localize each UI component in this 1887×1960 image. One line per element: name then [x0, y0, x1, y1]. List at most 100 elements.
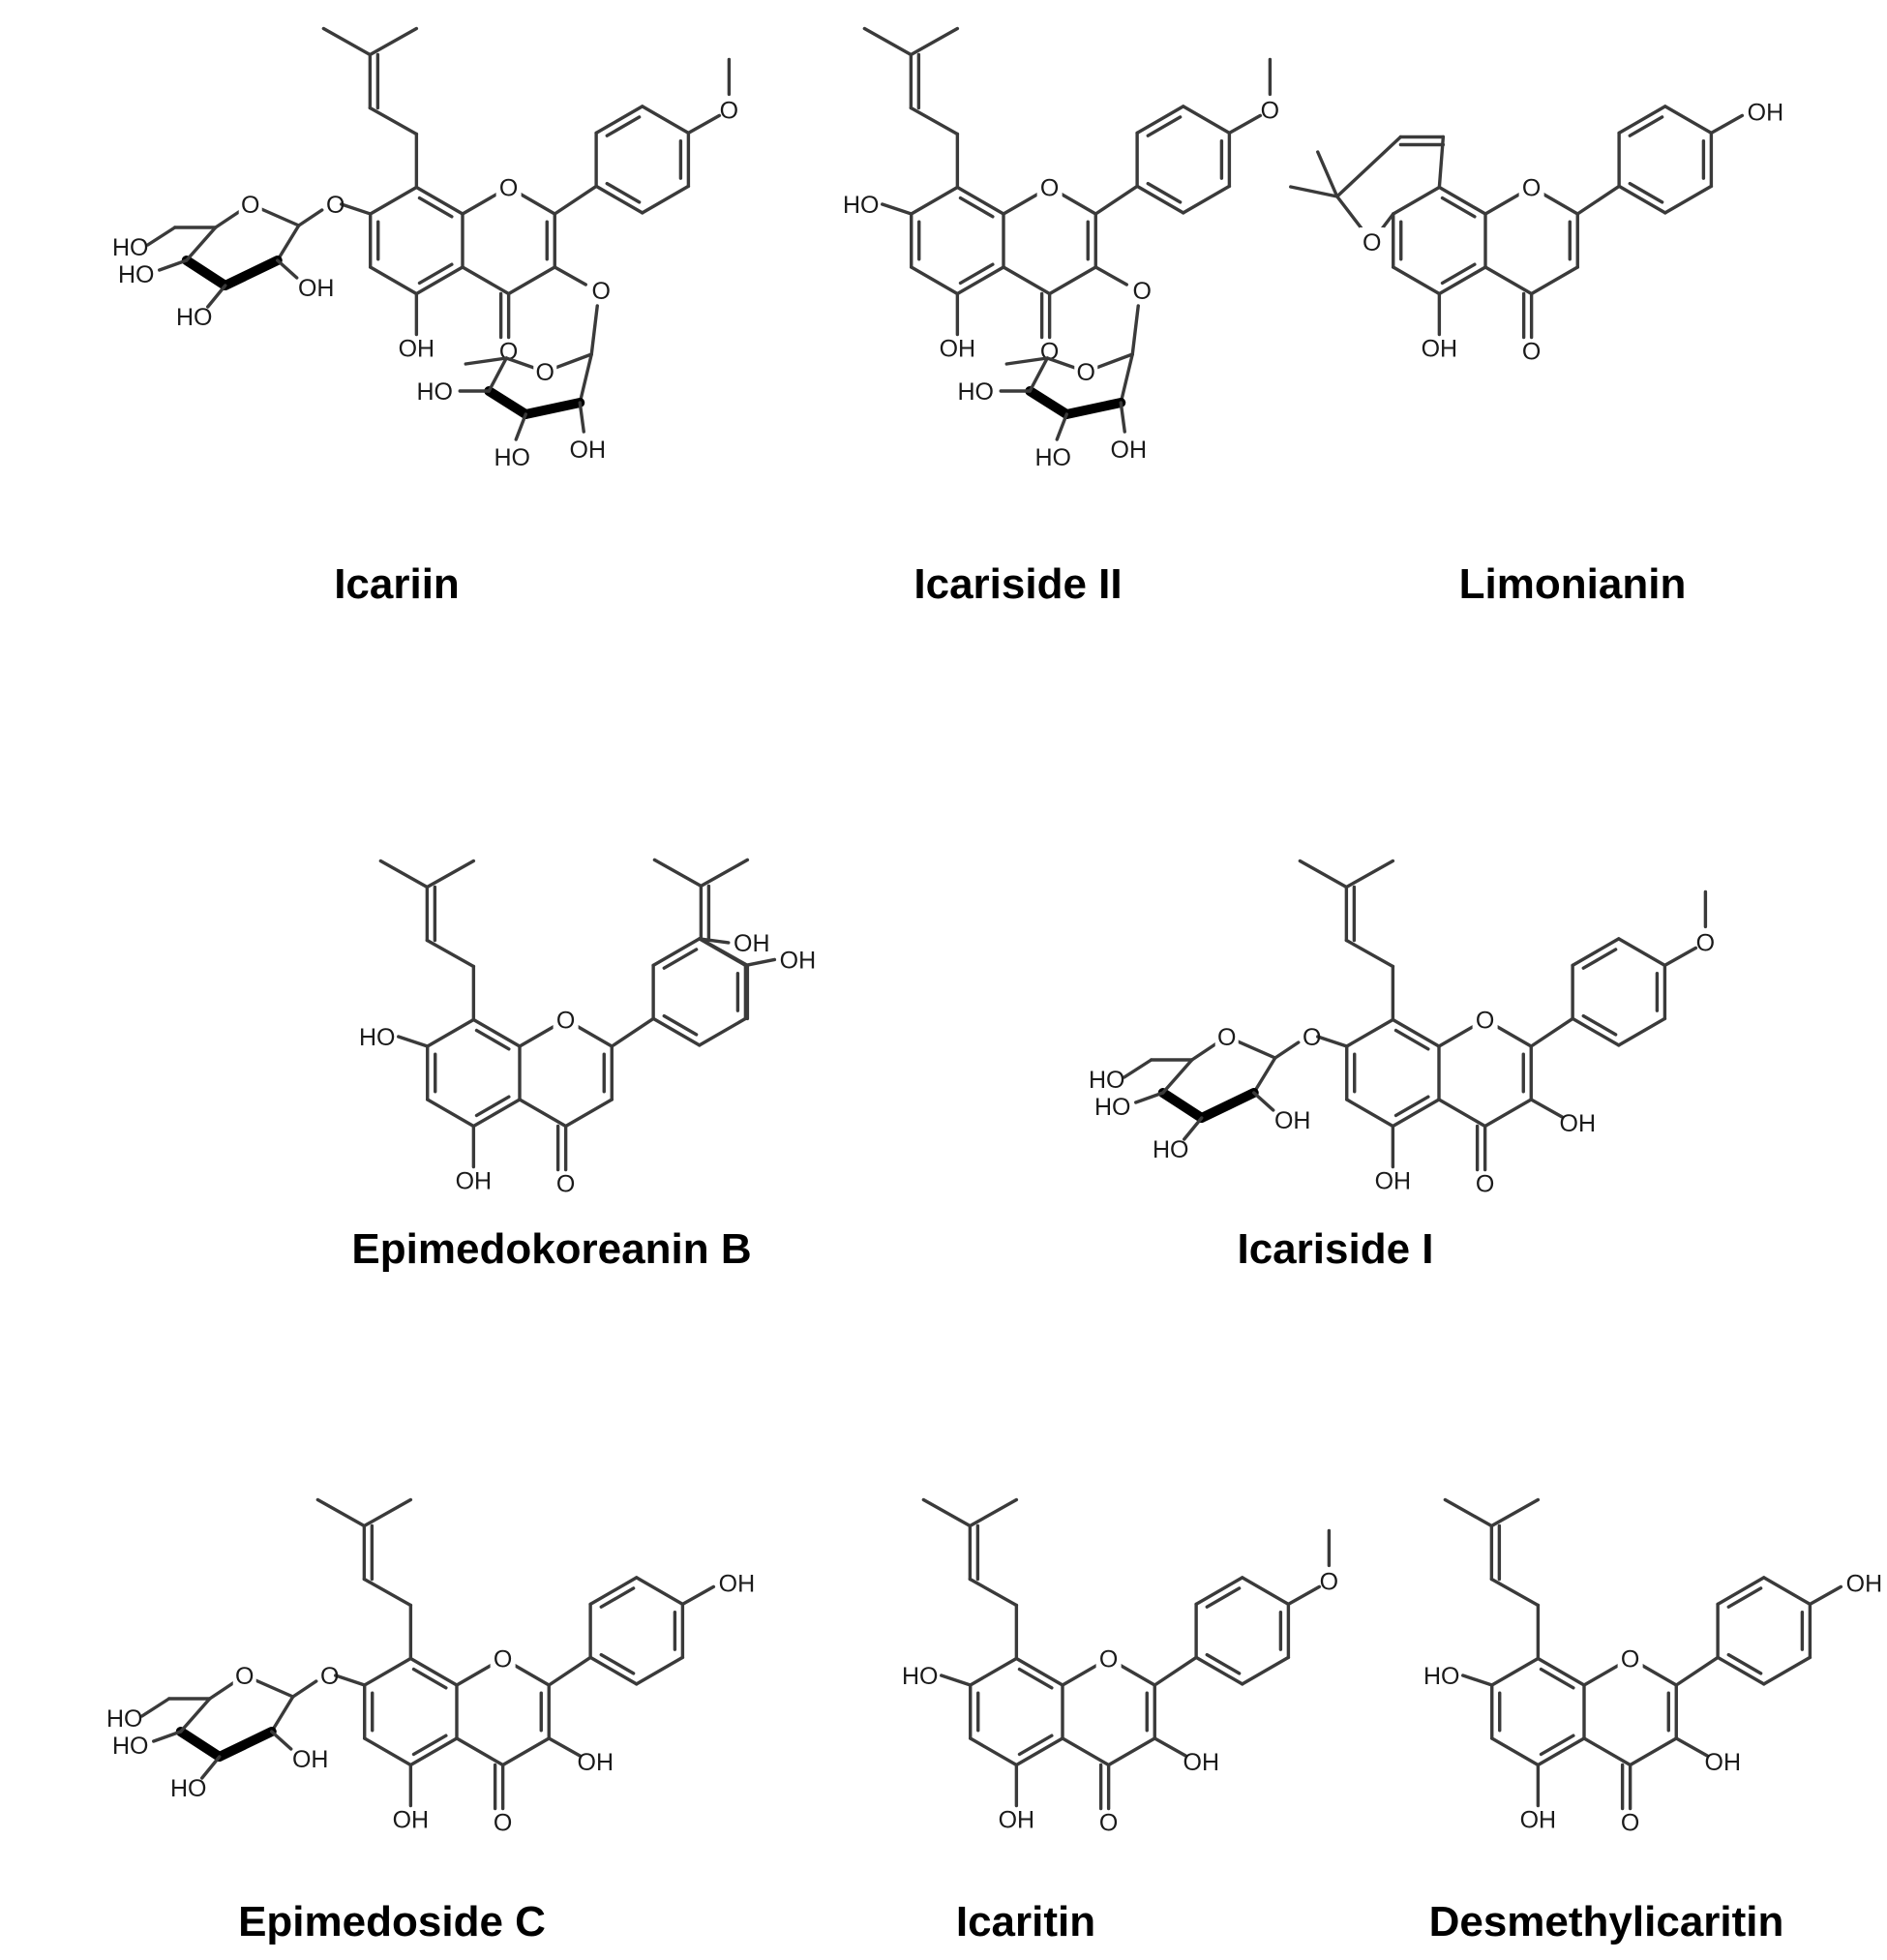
c2-ring-a-bond-0: [1392, 185, 1442, 216]
c2-ring-b-bond-3: [1663, 105, 1714, 136]
c0-rhamnose-bond-c3-oh: [514, 412, 527, 441]
c4-methoxy-oxygen: O: [1696, 929, 1715, 956]
c7-ring-a-bond-2: [1490, 1736, 1541, 1767]
c5-glucose-bond-c6-oh: [140, 1697, 171, 1718]
c4-c8-prenyl-bond-2: [1344, 938, 1395, 969]
c7-ring-b-bond-1: [1762, 1655, 1812, 1686]
c6-ring-c-oxygen: O: [1099, 1646, 1118, 1674]
c1-c8-prenyl-methyl-2: [909, 26, 960, 57]
c0-ring-c-oxygen: O: [499, 175, 518, 202]
c4-c3-sub-bond: [1529, 1098, 1564, 1119]
c0-rhamnose-bond-c1-c2: [578, 352, 593, 405]
c4-glucose-bond-c1-c2: [1252, 1056, 1277, 1095]
c2-ring-c-oxygen: O: [1522, 175, 1541, 202]
c5-ring-b-bond-4: [588, 1576, 639, 1607]
c5-glucose-bond-c4-c5: [179, 1697, 212, 1734]
c5-ring-a-db2-inner: [411, 1734, 448, 1757]
c7-c8-prenyl-methyl-1: [1443, 1497, 1494, 1528]
c1-oh-7: HO: [843, 192, 880, 219]
c1-ring-a-bond-0: [910, 185, 960, 216]
c4-glucose-link: [1273, 1040, 1301, 1060]
c0-glucose-ring-oxygen: O: [241, 192, 259, 219]
c0-rhamnose-bond-c2-oh: [578, 401, 585, 434]
c0-methoxy-oxygen: O: [720, 97, 738, 124]
c2-ring-b-bond-1: [1663, 184, 1714, 215]
c0-ring-c-bond-c4c4a: [461, 265, 511, 296]
c0-ring-c-bond-c3c4: [506, 265, 556, 296]
c0-ring-a-bond-0: [369, 185, 419, 216]
c7-ring-a-bond-3: [1536, 1736, 1586, 1767]
c6-oh-5: OH: [999, 1807, 1035, 1834]
c7-ring-a-bond-0: [1490, 1656, 1541, 1687]
c4-glucose-wedge-c2-c3: [1196, 1088, 1259, 1123]
c7-ring-b-bond-0: [1716, 1655, 1766, 1686]
c3-ring-b-db3-inner: [662, 948, 699, 970]
c0-glucose-oh-c6: HO: [112, 234, 149, 261]
c3-ring-b-bond-0: [651, 1016, 702, 1047]
c5-glucose-oh-c6: HO: [106, 1705, 143, 1733]
c6-ring-b-db3-inner: [1205, 1586, 1242, 1609]
c5-ring-c-bond-c3c4: [500, 1736, 551, 1767]
compound-name: Limonianin: [1459, 560, 1687, 608]
c0-glucose-bond-c4-oh: [158, 258, 189, 272]
c4-ring-b-db1-inner: [1581, 1013, 1618, 1037]
c2-ring-c-bond-c3c4: [1529, 265, 1579, 296]
c4-glucose-oh-c3: HO: [1153, 1136, 1189, 1163]
c7-c8-prenyl-methyl-2: [1489, 1497, 1541, 1528]
c3-oh-7: HO: [359, 1024, 396, 1051]
c1-ring-a-db2-inner: [958, 262, 995, 286]
c3-ring-a-bond-2: [426, 1098, 476, 1129]
c5-ring-a-bond-3: [408, 1736, 459, 1767]
c4-ring-a-bond-5: [1391, 1017, 1441, 1048]
c6-c8-prenyl-methyl-2: [968, 1497, 1019, 1528]
c5-oh-4prime: OH: [719, 1570, 756, 1597]
c2-ring-b-bond-4: [1617, 105, 1667, 136]
c4-glucose-bond-c4-oh: [1134, 1091, 1165, 1104]
c5-glucose-wedge-c3-c4: [175, 1727, 225, 1762]
c5-glycosidic-oxygen: O: [320, 1663, 339, 1690]
c6-c8-prenyl-bond-2: [968, 1577, 1019, 1608]
c5-c2-ringb-bond: [547, 1655, 592, 1687]
c1-rhamnose-oh-c4: HO: [958, 378, 995, 406]
c7-ring-a-db2-inner: [1539, 1734, 1575, 1757]
compound-name: Epimedokoreanin B: [351, 1225, 751, 1273]
c1-methoxy-oxygen: O: [1261, 97, 1279, 124]
c2-oh-4prime: OH: [1748, 99, 1784, 126]
c5-glucose-wedge-c2-c3: [214, 1727, 277, 1762]
c4-ring-c-bond-c4c4a: [1437, 1098, 1487, 1129]
c3-ring-b-db1-inner: [662, 1013, 699, 1037]
c2-ring-c-bond-c4c4a: [1483, 265, 1534, 296]
c7-ring-c-bond-c4c4a: [1582, 1736, 1632, 1767]
c4-ring-a-db2-inner: [1393, 1095, 1430, 1118]
c0-rhamnose-oh-c4: HO: [417, 378, 454, 406]
c1-ring-b-db1-inner: [1146, 181, 1183, 204]
c6-ring-b-db1-inner: [1205, 1652, 1242, 1675]
c2-carbonyl-oxygen: O: [1522, 339, 1541, 366]
c4-c3-substituent: OH: [1560, 1110, 1597, 1137]
c4-ring-b-bond-4: [1571, 937, 1621, 968]
c2-oh-5: OH: [1422, 336, 1458, 363]
c5-ring-c-oxygen: O: [494, 1646, 512, 1674]
c2-chromene-methyl-1: [1289, 185, 1339, 198]
c0-rhamnose-bond-methyl: [464, 356, 508, 366]
c6-ring-c-bond-c3c4: [1106, 1736, 1156, 1767]
c4-glucose-bond-c2-oh: [1252, 1091, 1275, 1112]
c4-ring-a-bond-0: [1345, 1017, 1395, 1048]
c2-ringb-sub-bond: [1709, 113, 1745, 136]
c7-c7-sub-bond: [1461, 1674, 1494, 1687]
c0-c2-ringb-bond: [553, 184, 598, 216]
c4-glucose-wedge-c3-c4: [1157, 1088, 1207, 1123]
c0-c8-prenyl-methyl-2: [368, 26, 419, 57]
compound-name: Epimedoside C: [238, 1898, 546, 1945]
c5-glucose-bond-c3-oh: [200, 1755, 222, 1780]
compound-name: Desmethylicaritin: [1429, 1898, 1784, 1945]
c4-c8-prenyl-methyl-1: [1298, 859, 1349, 890]
c5-c8-prenyl-bond-2: [362, 1577, 413, 1608]
c6-ring-a-db2-inner: [1017, 1734, 1054, 1757]
c5-c8-prenyl-methyl-2: [362, 1497, 413, 1528]
c7-ring-b-db1-inner: [1726, 1652, 1763, 1675]
